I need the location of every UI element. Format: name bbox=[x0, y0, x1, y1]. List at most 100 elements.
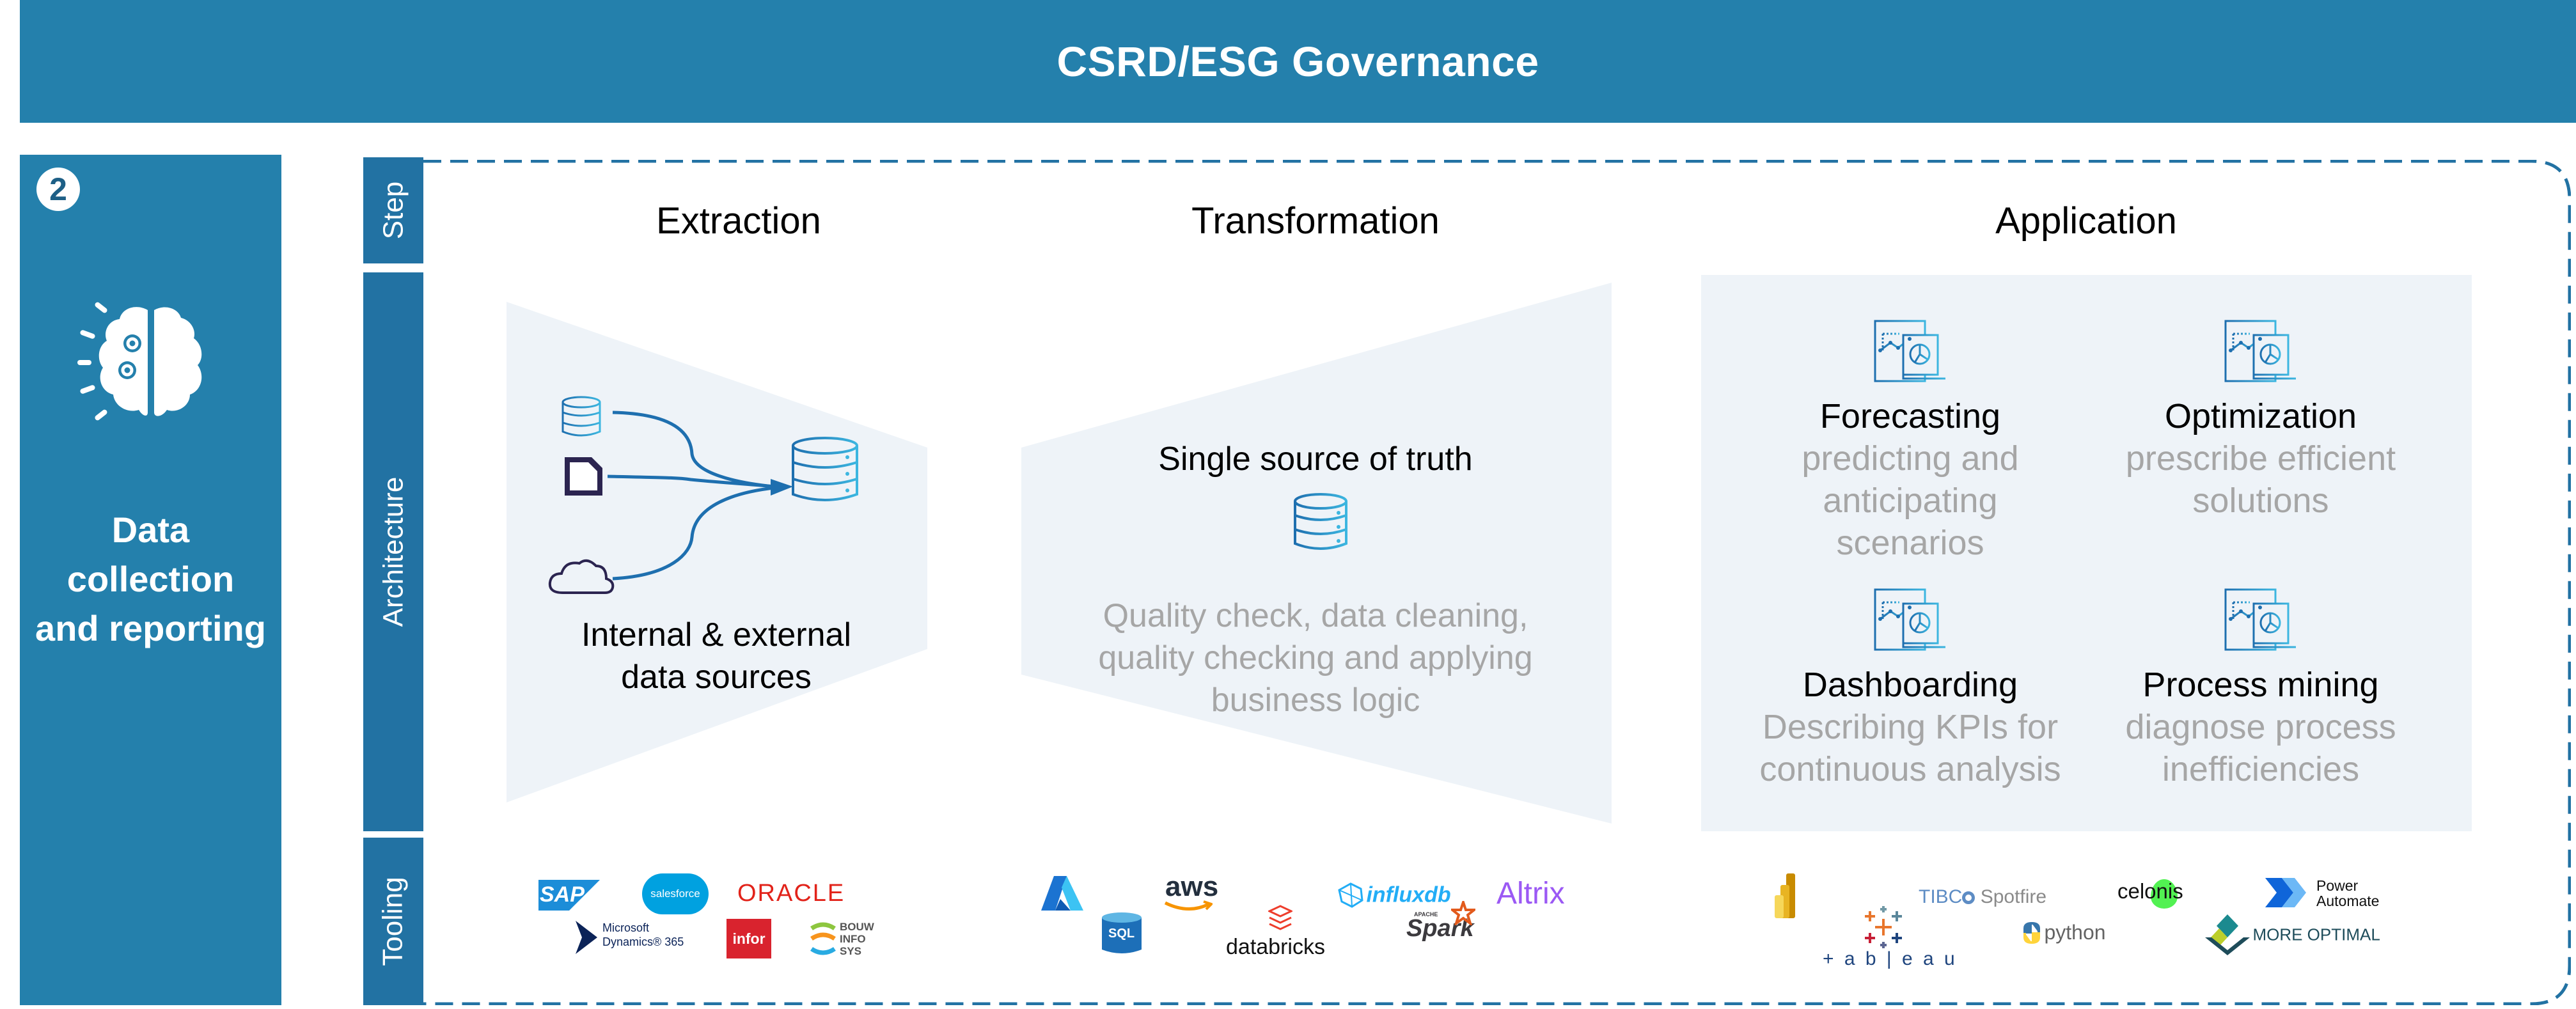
phase-title: Data collection and reporting bbox=[20, 505, 281, 653]
description-line: Quality check, data cleaning, bbox=[1103, 597, 1528, 634]
microsoft-dynamics-logo: Microsoft Dynamics® 365 bbox=[576, 921, 684, 954]
power-bi-logo bbox=[1775, 873, 1795, 918]
row-label-text: Step bbox=[377, 181, 409, 240]
caption-line: data sources bbox=[621, 659, 812, 696]
dynamics-icon bbox=[576, 921, 597, 954]
azure-logo bbox=[1041, 876, 1083, 911]
row-label-tooling: Tooling bbox=[363, 838, 423, 1005]
brain-gears-icon bbox=[77, 302, 202, 421]
application-item-title: Forecasting bbox=[1819, 397, 2001, 435]
tableau-logo-text: + a b | e a u bbox=[1823, 948, 1958, 969]
altrix-logo: Altrix bbox=[1496, 877, 1565, 911]
row-label-text: Tooling bbox=[377, 877, 409, 966]
description-line: business logic bbox=[1211, 682, 1420, 719]
bouwinfosys-text: INFO bbox=[840, 933, 866, 945]
power-automate-logo: Power Automate bbox=[2265, 878, 2379, 909]
analytics-dashboard-icon bbox=[2224, 588, 2298, 652]
analytics-dashboard-icon bbox=[1874, 588, 1947, 652]
application-item-description: predicting and bbox=[1802, 439, 2019, 478]
more-optimal-logo: MORE OPTIMAL bbox=[2205, 914, 2380, 955]
extraction-funnel-shape bbox=[507, 302, 927, 802]
influxdb-icon bbox=[1338, 882, 1363, 908]
salesforce-logo-text: salesforce bbox=[650, 888, 700, 900]
application-item-title: Dashboarding bbox=[1802, 666, 2018, 704]
influxdb-logo: influxdb bbox=[1338, 882, 1451, 908]
application-item-process-mining: Process mining diagnose process ineffici… bbox=[2082, 588, 2440, 790]
phase-title-line: and reporting bbox=[35, 608, 266, 648]
python-logo-text: python bbox=[2044, 921, 2106, 944]
oracle-logo: ORACLE bbox=[737, 880, 845, 907]
description-line: quality checking and applying bbox=[1098, 639, 1533, 677]
caption-line: Internal & external bbox=[581, 616, 852, 653]
application-item-description: anticipating bbox=[1823, 481, 1998, 520]
analytics-dashboard-icon bbox=[1874, 320, 1947, 384]
application-item-description: diagnose process bbox=[2125, 708, 2396, 746]
application-item-description: inefficiencies bbox=[2162, 750, 2360, 788]
tibco-text: TIBC bbox=[1919, 886, 1963, 907]
application-item-forecasting: Forecasting predicting and anticipating … bbox=[1731, 320, 2089, 564]
row-label-step: Step bbox=[363, 157, 423, 263]
bouwinfosys-text: SYS bbox=[840, 945, 862, 957]
row-label-text: Architecture bbox=[377, 476, 409, 627]
spotfire-text: Spotfire bbox=[1980, 886, 2047, 907]
bouwinfosys-icon bbox=[810, 922, 836, 955]
application-item-description: continuous analysis bbox=[1759, 750, 2061, 788]
single-source-heading: Single source of truth bbox=[1158, 441, 1473, 478]
application-panel bbox=[1701, 275, 2472, 831]
transformation-description: Quality check, data cleaning, quality ch… bbox=[1060, 595, 1571, 721]
databricks-logo: databricks bbox=[1226, 935, 1325, 959]
step-title-extraction: Extraction bbox=[656, 200, 821, 242]
application-item-description: scenarios bbox=[1836, 524, 1984, 562]
infor-logo-text: infor bbox=[732, 930, 766, 947]
python-icon bbox=[2023, 921, 2040, 944]
aws-logo: aws bbox=[1164, 871, 1219, 911]
aws-logo-text: aws bbox=[1165, 871, 1219, 902]
phase-title-line: collection bbox=[67, 559, 235, 599]
step-number-badge: 2 bbox=[36, 168, 80, 211]
celonis-logo-text: celonis bbox=[2117, 879, 2183, 903]
extraction-caption: Internal & external data sources bbox=[547, 614, 886, 698]
page-title: CSRD/ESG Governance bbox=[1056, 38, 1539, 85]
more-optimal-logo-text: MORE OPTIMAL bbox=[2252, 925, 2380, 944]
more-optimal-icon bbox=[2205, 914, 2250, 955]
celonis-icon bbox=[2151, 879, 2178, 909]
application-item-description: solutions bbox=[2192, 481, 2329, 520]
python-logo: python bbox=[2022, 921, 2106, 944]
step-title-transformation: Transformation bbox=[1191, 200, 1440, 242]
salesforce-logo: salesforce bbox=[642, 873, 709, 914]
influxdb-logo-text: influxdb bbox=[1366, 882, 1451, 907]
power-automate-text: Automate bbox=[2316, 893, 2380, 909]
sql-logo: SQL bbox=[1102, 912, 1142, 955]
sql-logo-text: SQL bbox=[1108, 927, 1135, 941]
transformation-funnel-shape bbox=[1021, 283, 1612, 824]
databricks-icon bbox=[1268, 905, 1292, 930]
application-item-description: Describing KPIs for bbox=[1762, 708, 2059, 746]
database-icon bbox=[1294, 493, 1347, 550]
application-item-description: prescribe efficient bbox=[2125, 439, 2396, 478]
extraction-flow-diagram bbox=[548, 396, 858, 594]
tableau-icon bbox=[1865, 906, 1902, 948]
sap-logo: SAP bbox=[538, 880, 600, 911]
bouwinfosys-logo: BOUW INFO SYS bbox=[809, 921, 874, 957]
application-item-dashboarding: Dashboarding Describing KPIs for continu… bbox=[1731, 588, 2089, 790]
infor-logo: infor bbox=[726, 919, 771, 958]
phase-panel: 2 Data collection and reporting bbox=[20, 155, 281, 1005]
database-icon bbox=[562, 396, 601, 437]
row-label-architecture: Architecture bbox=[363, 272, 423, 831]
step-title-application: Application bbox=[1995, 200, 2177, 242]
header-bar: CSRD/ESG Governance bbox=[20, 0, 2576, 123]
sap-logo-text: SAP bbox=[540, 882, 585, 907]
tibco-spotfire-logo: TIBC Spotfire bbox=[1919, 886, 2046, 908]
arrow-merge-icon bbox=[607, 411, 774, 581]
dashed-frame bbox=[423, 160, 2571, 1005]
spark-apache-text: APACHE bbox=[1414, 911, 1438, 918]
celonis-logo: celonis bbox=[2117, 879, 2183, 909]
application-item-title: Optimization bbox=[2164, 397, 2357, 435]
analytics-dashboard-icon bbox=[2224, 320, 2298, 384]
power-automate-text: Power bbox=[2316, 877, 2359, 894]
application-item-title: Process mining bbox=[2142, 666, 2379, 704]
bouwinfosys-text: BOUW bbox=[840, 921, 874, 933]
power-automate-icon bbox=[2265, 878, 2306, 907]
cloud-icon bbox=[548, 559, 615, 594]
phase-title-line: Data bbox=[111, 510, 190, 550]
